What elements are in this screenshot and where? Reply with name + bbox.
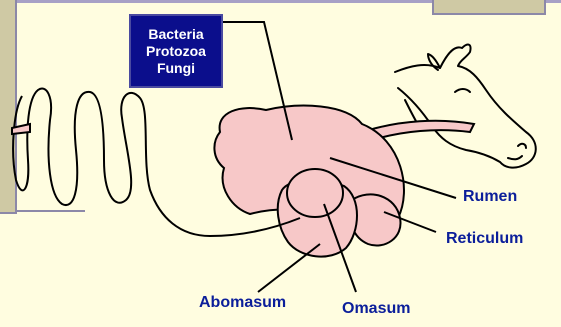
microbe-bacteria: Bacteria [148,26,203,43]
label-rumen: Rumen [463,188,517,206]
omasum-shape [287,169,343,217]
abomasum-leader-line [258,244,320,292]
cow-head-outline [395,45,536,168]
cow-nostril [518,144,526,148]
label-omasum: Omasum [342,300,410,318]
cow-eye [455,89,470,92]
label-abomasum: Abomasum [199,294,286,312]
cow-mouth [508,156,522,159]
label-reticulum: Reticulum [446,230,523,248]
microbes-box: Bacteria Protozoa Fungi [129,14,223,88]
microbe-fungi: Fungi [157,60,195,77]
microbe-protozoa: Protozoa [146,43,206,60]
